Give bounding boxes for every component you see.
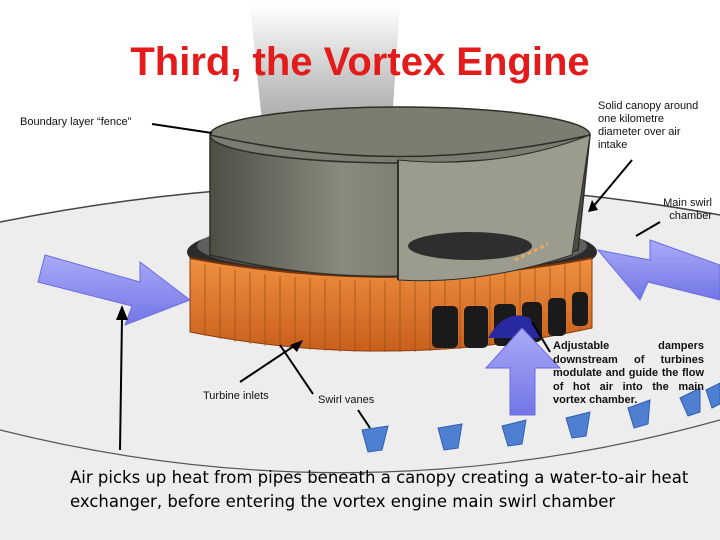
- inflow-arrows: [37, 239, 720, 416]
- pointer-vane-stem: [357, 409, 371, 429]
- pointer-arrowhead: [116, 305, 128, 320]
- damper-flap: [488, 315, 540, 338]
- label-adjustable-dampers: Adjustable dampers downstream of turbine…: [553, 340, 704, 406]
- pointer-arrowhead: [290, 340, 303, 352]
- label-main-swirl-chamber: Main swirl chamber: [663, 197, 712, 222]
- pointer-fence: [151, 123, 213, 134]
- pointer-turbine-inlets: [239, 343, 298, 383]
- inflow-arrow-right: [596, 239, 720, 301]
- swirl-vane: [361, 425, 389, 453]
- inflow-arrow-bottom: [484, 327, 562, 416]
- pointer-heat-arrow: [119, 317, 123, 451]
- swirl-chamber: [209, 106, 591, 282]
- swirl-vane: [565, 411, 591, 439]
- pointer-swirl-chamber: [635, 221, 661, 237]
- pointer-arrowhead: [588, 200, 598, 212]
- swirl-vane: [501, 419, 527, 447]
- label-turbine-inlets: Turbine inlets: [203, 390, 269, 402]
- pointer-dampers: [531, 321, 551, 353]
- pointer-canopy: [591, 159, 633, 209]
- inflow-arrow-left: [37, 254, 192, 326]
- page-title: Third, the Vortex Engine: [130, 40, 590, 84]
- pointer-lines: [119, 123, 661, 451]
- caption-text: Air picks up heat from pipes beneath a c…: [70, 468, 689, 511]
- swirl-vane: [437, 423, 463, 451]
- label-solid-canopy: Solid canopy around one kilometre diamet…: [598, 100, 699, 151]
- swirl-vanes: [361, 382, 720, 453]
- label-boundary-fence: Boundary layer “fence”: [20, 116, 132, 128]
- swirl-vane: [627, 399, 651, 429]
- pointer-swirl-vanes: [279, 344, 314, 395]
- label-swirl-vanes: Swirl vanes: [318, 394, 375, 406]
- swirl-vane: [705, 382, 720, 409]
- swirl-vane: [679, 387, 701, 417]
